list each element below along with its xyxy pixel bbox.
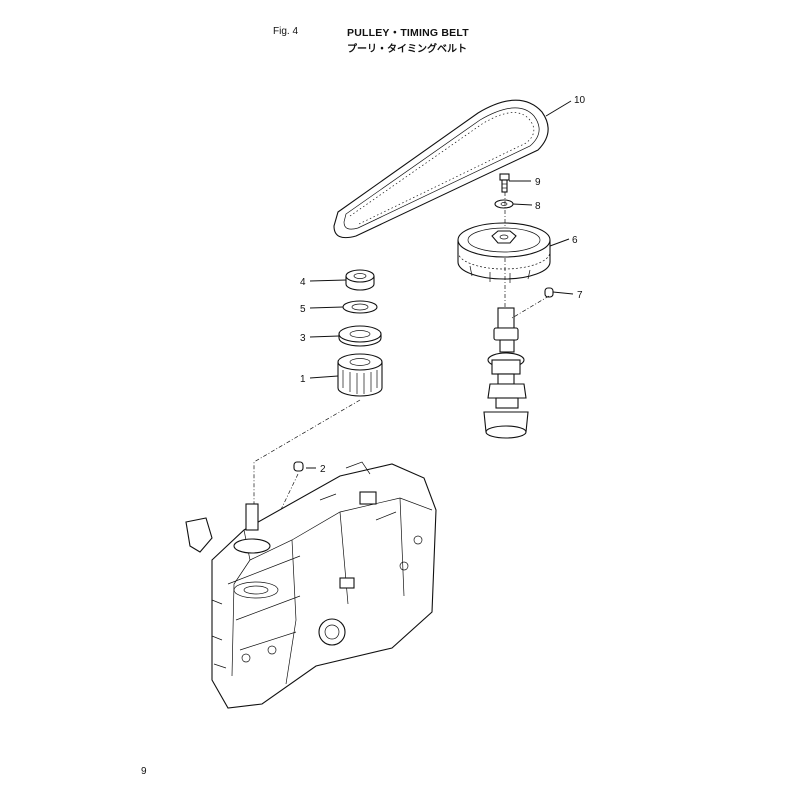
washer-upper-part (494, 199, 514, 209)
assembly-axis-camshaft (504, 192, 550, 319)
camshaft-part (483, 307, 529, 439)
drive-pulley-part (337, 353, 383, 397)
figure-title-english: PULLEY・TIMING BELT (347, 27, 469, 39)
page-number: 9 (141, 766, 147, 777)
figure-title-japanese: プーリ・タイミングベルト (347, 44, 467, 55)
nut-part (345, 269, 375, 291)
leader-lines (306, 100, 574, 469)
washer-lower-part (338, 325, 382, 347)
figure-number: Fig. 4 (273, 26, 299, 37)
driven-pulley-part (457, 222, 551, 283)
callout-6: 6 (572, 235, 578, 246)
callout-4: 4 (300, 277, 306, 288)
engine-block-part (185, 461, 437, 709)
callout-10: 10 (574, 95, 586, 106)
assembly-axis-drive (253, 399, 361, 510)
pin-part (544, 287, 554, 298)
key-part (293, 461, 304, 472)
callout-2: 2 (320, 464, 326, 475)
callout-5: 5 (300, 304, 306, 315)
bolt-part (499, 173, 510, 193)
timing-belt-part (333, 99, 549, 239)
lock-washer-part (342, 300, 378, 314)
callout-9: 9 (535, 177, 541, 188)
callout-1: 1 (300, 374, 306, 385)
callout-3: 3 (300, 333, 306, 344)
callout-7: 7 (577, 290, 583, 301)
callout-8: 8 (535, 201, 541, 212)
